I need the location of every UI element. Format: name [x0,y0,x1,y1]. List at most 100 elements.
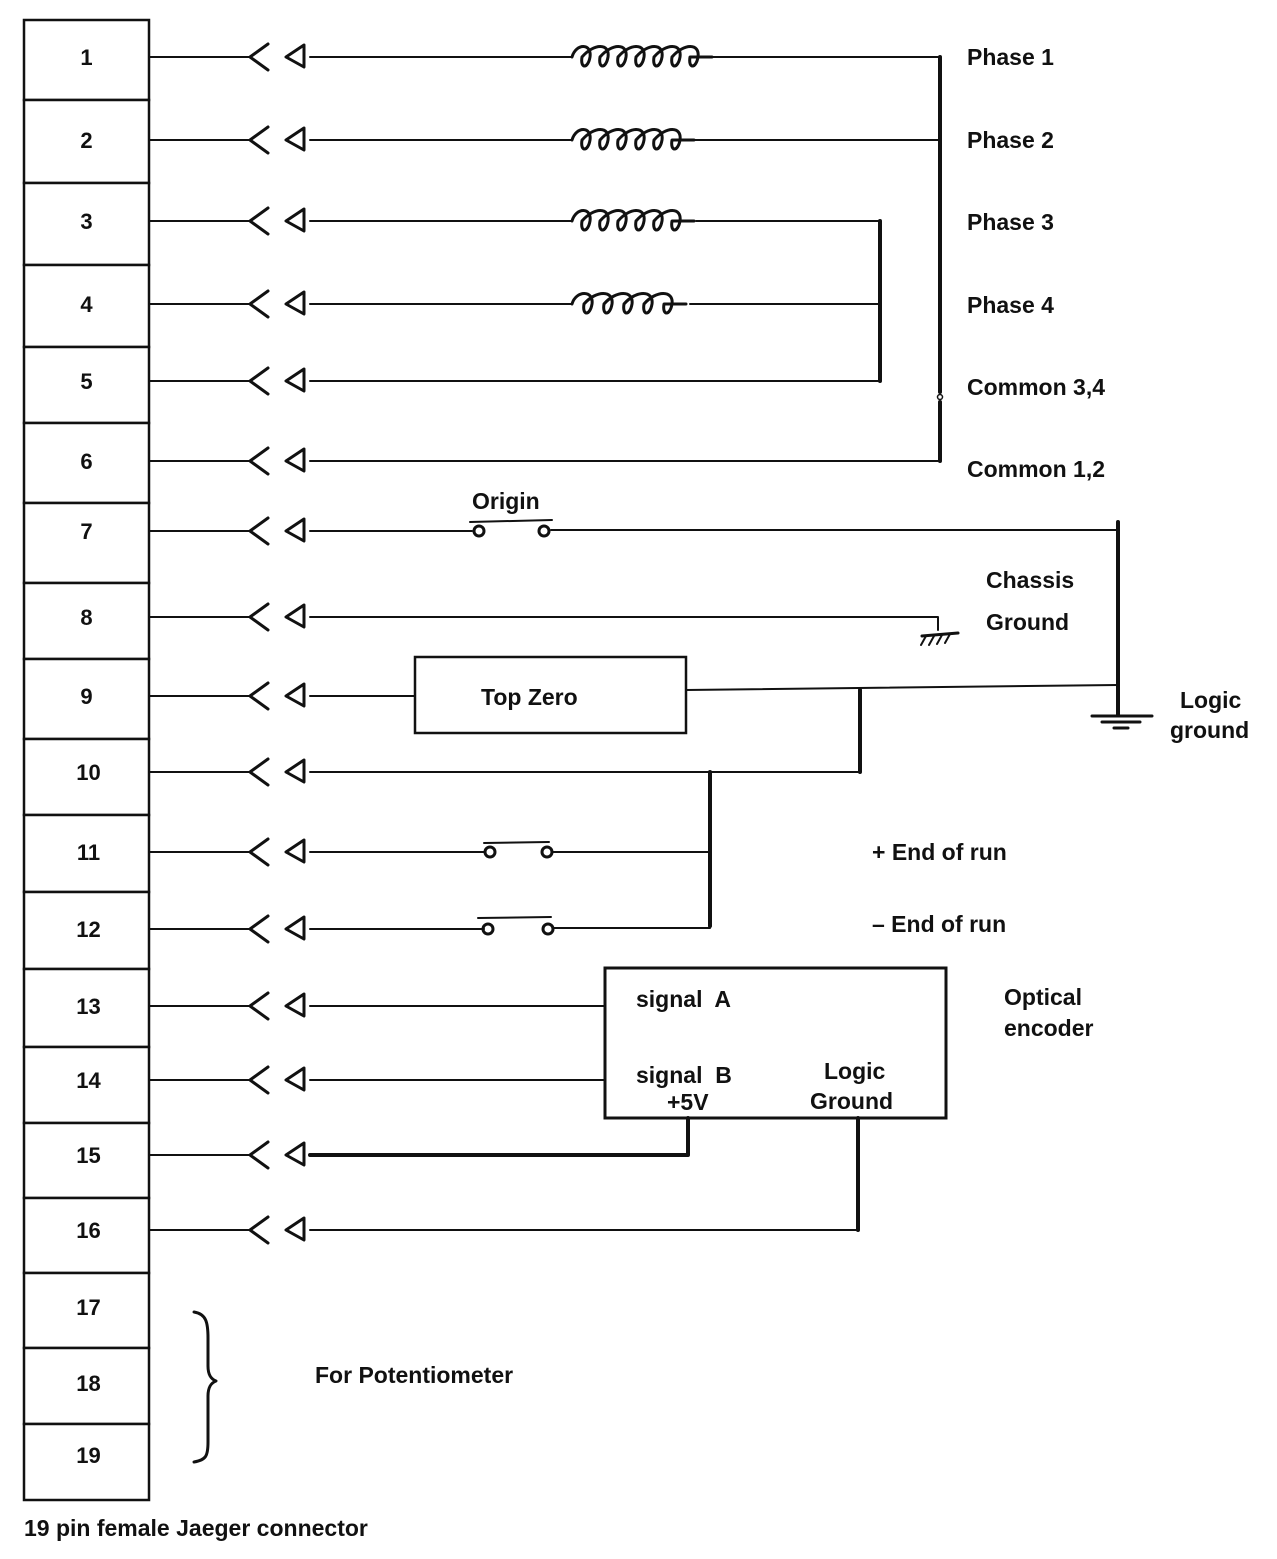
male-plug-icon [248,516,270,546]
label-top-zero: Top Zero [481,684,578,710]
pin-number: 17 [76,1295,100,1320]
label-origin: Origin [472,488,540,514]
junction-dot [936,393,944,401]
female-socket-icon [284,290,306,316]
switch-contact [537,524,551,538]
pin-cell [22,1045,151,1125]
pin-number: 4 [80,292,93,317]
label-phase2: Phase 2 [967,127,1054,153]
wire-plus5v [308,1116,690,1157]
pin-cell [22,1196,151,1275]
connector-caption: 19 pin female Jaeger connector [24,1515,368,1541]
optical-encoder [308,966,948,1232]
switch-contact [481,922,495,936]
switch-bar [469,519,553,523]
pin-cell [22,1271,151,1350]
potentiometer-brace [192,1310,218,1464]
female-socket-icon [284,126,306,152]
switch-contact [541,922,555,936]
pin-number: 2 [80,128,92,153]
male-plug-icon [248,42,270,72]
switch-contact [472,524,486,538]
pin-cell [22,18,151,102]
pin-number: 1 [80,45,92,70]
top-zero-box [413,655,688,735]
origin-switch [309,519,1120,717]
label-encoder-logic: Logic [824,1058,886,1084]
pin-number: 19 [76,1443,100,1468]
label-logic: Logic [1180,687,1242,713]
switch-contact [483,845,497,859]
female-socket-icon [284,1066,306,1092]
male-plug-icon [248,991,270,1021]
female-socket-icon [284,915,306,941]
female-socket-icon [284,1141,306,1167]
female-socket-icon [284,367,306,393]
label-signal-a: signal A [636,986,731,1012]
female-socket-icon [284,992,306,1018]
label-signal-b: signal B [636,1062,732,1088]
coil-icon [570,128,696,151]
top-zero-block [309,655,1154,774]
female-socket-icon [284,207,306,233]
pin-number: 14 [76,1068,101,1093]
chassis-ground-icon [920,631,960,638]
pin-number: 9 [80,684,92,709]
female-socket-icon [284,447,306,473]
pin-number: 13 [76,994,100,1019]
male-plug-icon [248,837,270,867]
label-phase1: Phase 1 [967,44,1054,70]
label-optical: Optical [1004,984,1082,1010]
male-plug-icon [248,446,270,476]
encoder-box [603,966,948,1120]
label-chassis-ground: Ground [986,609,1069,635]
label-potentiometer: For Potentiometer [315,1362,513,1388]
male-plug-icon [248,602,270,632]
pin-number: 7 [80,519,92,544]
male-plug-icon [248,1215,270,1245]
label-logic-ground: ground [1170,717,1249,743]
coil-icon [570,292,688,315]
male-plug-icon [248,1140,270,1170]
label-encoder: encoder [1004,1015,1094,1041]
coil-icon [570,45,714,68]
male-plug-icon [248,1065,270,1095]
female-socket-icon [284,838,306,864]
pin-cell [22,1422,151,1502]
end-of-run-switches [309,770,712,936]
pin-cell [22,421,151,505]
pin-cell [22,813,151,894]
male-plug-icon [248,125,270,155]
female-socket-icon [284,682,306,708]
pin-number: 5 [80,369,92,394]
plug-symbols [148,42,306,1245]
label-phase4: Phase 4 [967,292,1054,318]
pin-number: 3 [80,209,92,234]
male-plug-icon [248,289,270,319]
pin-number: 10 [76,760,100,785]
pin-number: 11 [77,840,100,865]
pin-cell [22,263,151,349]
male-plug-icon [248,681,270,711]
male-plug-icon [248,366,270,396]
male-plug-icon [248,757,270,787]
label-encoder-ground: Ground [810,1088,893,1114]
pin-cell [22,737,151,817]
pin-cell [22,890,151,971]
label-plus5v: +5V [667,1089,709,1115]
male-plug-icon [248,206,270,236]
male-plug-icon [248,914,270,944]
label-end-of-run-plus: + End of run [872,839,1007,865]
pin-number: 12 [76,917,100,942]
coil-icon [570,209,696,232]
pin-number: 15 [76,1143,100,1168]
pin-number: 6 [80,449,92,474]
chassis-ground [309,616,960,646]
pin-cell [22,98,151,185]
pin-cell [22,581,151,661]
pin-number: 18 [76,1371,100,1396]
switch-contact [540,845,554,859]
female-socket-icon [284,758,306,784]
